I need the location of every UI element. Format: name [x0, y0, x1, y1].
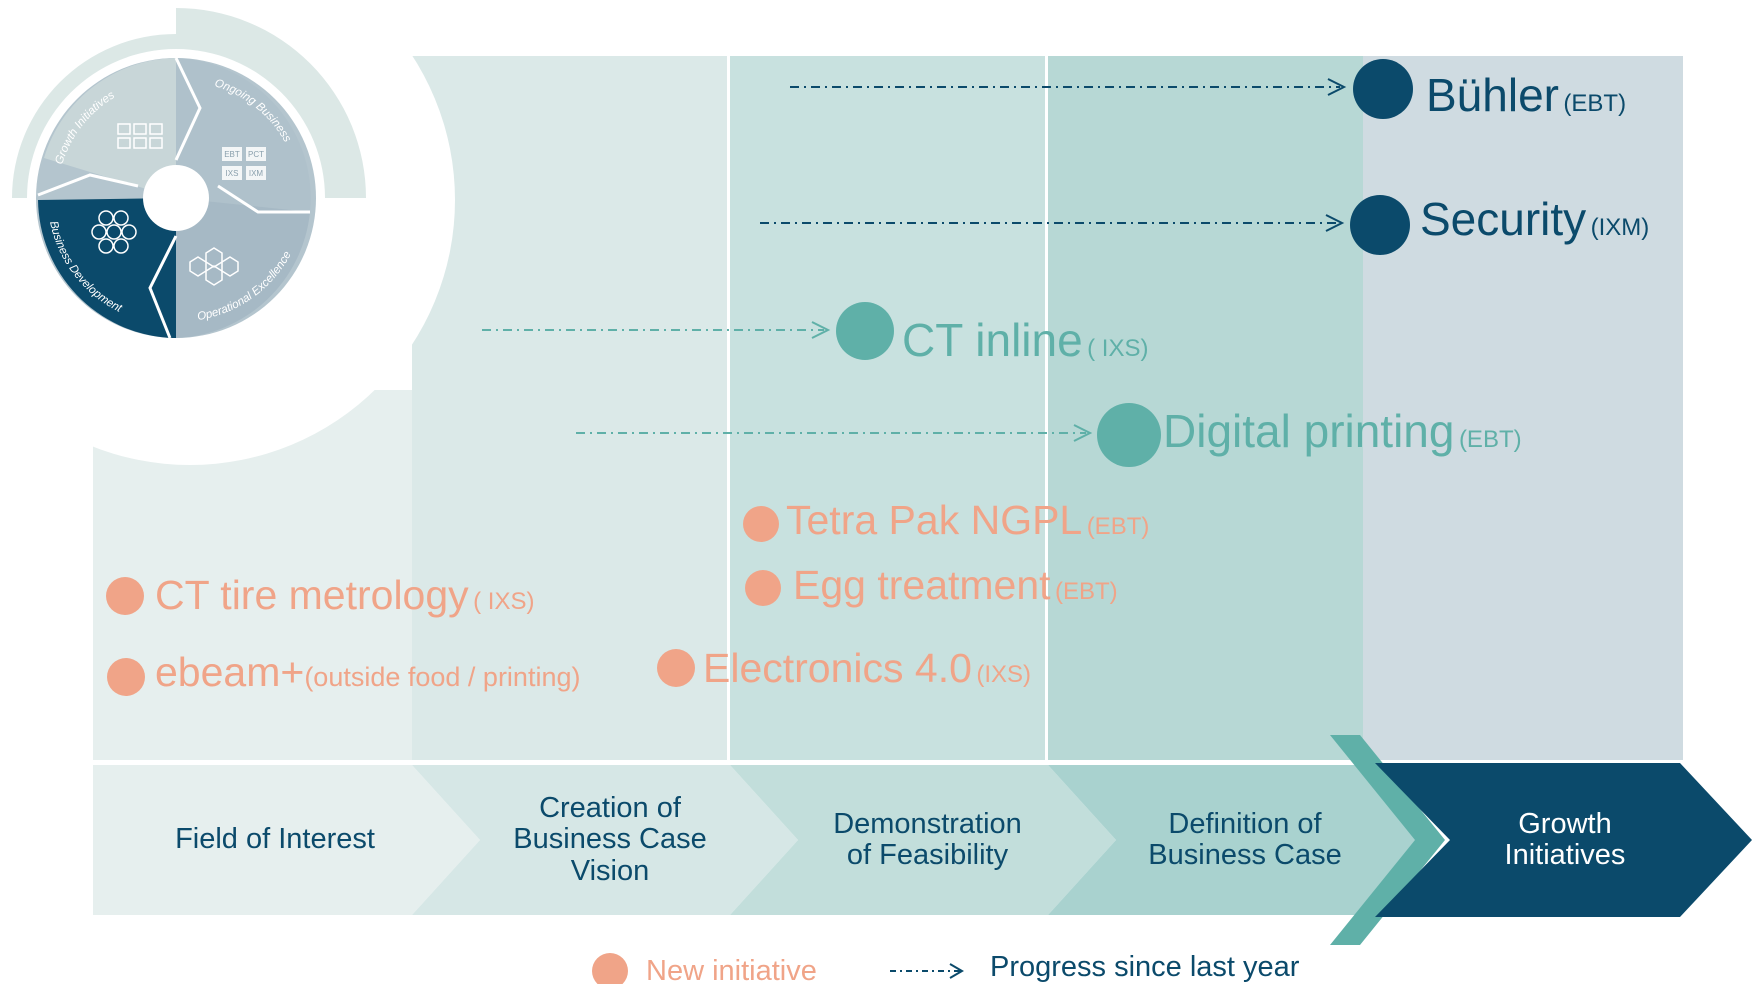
stage-label-creation-text: Creation of Business Case Vision — [513, 792, 707, 887]
tetra-pak-tag: (EBT) — [1086, 513, 1150, 540]
security-name: Security — [1420, 193, 1587, 245]
stage-label-definition-text: Definition of Business Case — [1148, 807, 1342, 871]
legend-new-dot — [592, 953, 628, 984]
stage-label-field: Field of Interest — [120, 800, 430, 880]
stage-label-growth-text: Growth Initiatives — [1504, 807, 1626, 871]
digital-printing-name: Digital printing — [1163, 405, 1455, 457]
initiative-tetra-pak: Tetra Pak NGPL (EBT) — [786, 500, 1149, 541]
stage-label-demo-text: Demonstration of Feasibility — [833, 807, 1022, 871]
stage-label-growth: Growth Initiatives — [1440, 800, 1690, 880]
stage-label-creation: Creation of Business Case Vision — [470, 790, 750, 890]
ct-inline-tag: ( IXS) — [1087, 335, 1149, 362]
security-tag: (IXM) — [1590, 214, 1650, 241]
creation-column-bg — [412, 56, 727, 760]
digital-printing-dot — [1097, 403, 1161, 467]
wheel-divider-2 — [217, 184, 310, 214]
security-dot — [1350, 195, 1410, 255]
initiative-buhler: Bühler (EBT) — [1426, 72, 1626, 118]
unit-code-3: IXS — [226, 169, 239, 178]
legend-progress: Progress since last year — [990, 951, 1300, 983]
buhler-name: Bühler — [1426, 69, 1559, 121]
stage-chevron-definition — [1048, 765, 1431, 915]
tetra-pak-name: Tetra Pak NGPL — [786, 497, 1083, 543]
stage-label-demo: Demonstration of Feasibility — [790, 800, 1065, 880]
stage-chevron-growth — [1375, 763, 1752, 917]
initiative-electronics: Electronics 4.0 (IXS) — [703, 648, 1031, 689]
legend-progress-arrow — [890, 963, 964, 979]
buhler-tag: (EBT) — [1563, 90, 1627, 117]
hexagon-icon — [189, 247, 239, 286]
wheel-segment-growth — [44, 58, 176, 198]
unit-code-4: IXM — [249, 169, 264, 178]
buhler-dot — [1353, 59, 1413, 119]
digital-printing-tag: (EBT) — [1458, 426, 1522, 453]
wheel-divider-1 — [174, 57, 202, 161]
egg-name: Egg treatment — [793, 562, 1051, 608]
wheel-outer-arc — [176, 8, 366, 198]
progress-arrow-security — [760, 214, 1345, 232]
molecule-icon — [91, 210, 137, 254]
ebeam-tag: (outside food / printing) — [304, 662, 581, 692]
electronics-name: Electronics 4.0 — [703, 645, 972, 691]
initiative-ct-tire: CT tire metrology ( IXS) — [155, 575, 534, 616]
ct-tire-dot — [106, 577, 144, 615]
unit-codes-icon: EBT PCT IXS IXM — [222, 147, 266, 180]
ct-inline-dot — [836, 302, 894, 360]
ebeam-name: ebeam+ — [155, 649, 305, 695]
progress-arrow-buhler — [790, 78, 1347, 96]
stage-chevron-accent — [1330, 735, 1445, 945]
initiative-egg: Egg treatment (EBT) — [793, 565, 1118, 606]
wheel-segment-operational — [176, 198, 310, 338]
tetra-pak-dot — [743, 506, 779, 542]
electronics-dot — [657, 649, 695, 687]
initiative-security: Security (IXM) — [1420, 196, 1649, 242]
stage-chevron-field — [93, 765, 480, 915]
demo-column-bg — [730, 56, 1045, 760]
stage-chevron-demo — [730, 765, 1116, 915]
unit-code-1: EBT — [224, 150, 240, 159]
definition-column-bg — [1048, 56, 1363, 760]
grid-icon — [117, 123, 163, 149]
ct-tire-name: CT tire metrology — [155, 572, 469, 618]
logo-wheel: EBT PCT IXS IXM — [12, 8, 366, 339]
stage-label-field-text: Field of Interest — [175, 823, 375, 856]
progress-arrow-digital-printing — [576, 424, 1093, 442]
field-column-bg — [93, 390, 415, 760]
legend-new-initiative: New initiative — [646, 955, 817, 987]
wheel-hub — [143, 165, 209, 231]
initiative-digital-printing: Digital printing (EBT) — [1163, 408, 1522, 454]
wheel-divider-4 — [37, 173, 139, 197]
wheel-segment-ongoing — [176, 58, 311, 212]
egg-dot — [745, 570, 781, 606]
wheel-outer-arc-left — [12, 34, 176, 198]
initiative-ebeam: ebeam+(outside food / printing) — [155, 652, 580, 693]
stage-chevron-creation — [412, 765, 798, 915]
ebeam-dot — [107, 658, 145, 696]
wheel-divider-3 — [148, 235, 178, 339]
ct-inline-name: CT inline — [902, 314, 1083, 366]
progress-arrow-ct-inline — [482, 321, 831, 339]
unit-code-2: PCT — [248, 150, 264, 159]
egg-tag: (EBT) — [1054, 578, 1118, 605]
ct-tire-tag: ( IXS) — [473, 588, 535, 615]
wheel-segment-business-dev — [38, 198, 176, 338]
stage-label-definition: Definition of Business Case — [1110, 800, 1380, 880]
growth-column-bg — [1363, 56, 1683, 760]
initiative-ct-inline: CT inline ( IXS) — [902, 317, 1148, 363]
electronics-tag: (IXS) — [976, 661, 1032, 688]
